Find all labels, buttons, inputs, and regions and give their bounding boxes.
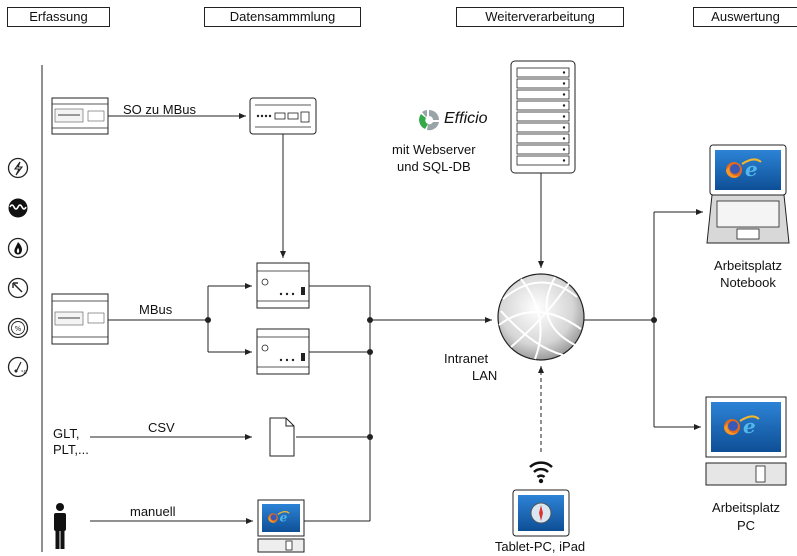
label-manuell: manuell: [130, 504, 176, 519]
lightning-icon: [7, 157, 29, 179]
intranet-globe-icon: [497, 273, 585, 361]
header-auswertung: Auswertung: [693, 7, 797, 27]
server-led: [562, 93, 566, 96]
mbus-master-device-1: [256, 262, 310, 309]
efficio-logo-icon: [419, 110, 439, 131]
label-pc-1: Arbeitsplatz: [712, 500, 780, 515]
label-tablet: Tablet-PC, iPad: [494, 539, 586, 554]
server-rack: [510, 60, 576, 174]
server-slot: [516, 144, 570, 155]
label-notebook-2: Notebook: [720, 275, 776, 290]
server-led: [562, 104, 566, 107]
notebook-icon: [706, 144, 790, 244]
humidity-percent-icon: %: [7, 317, 29, 339]
label-notebook-1: Arbeitsplatz: [714, 258, 782, 273]
manual-entry-pc-icon: [257, 499, 305, 553]
server-led: [562, 137, 566, 140]
server-led: [562, 126, 566, 129]
server-slot: [516, 111, 570, 122]
server-slot: [516, 67, 570, 78]
server-led: [562, 159, 566, 162]
water-wave-icon: [8, 198, 28, 218]
label-plt: PLT,...: [53, 442, 89, 457]
mbus-master-device-2: [256, 328, 310, 375]
server-led: [562, 82, 566, 85]
person-icon: [54, 503, 66, 549]
svg-text:%: %: [15, 325, 22, 333]
junction-dots: [205, 317, 657, 440]
desktop-pc-icon: [705, 396, 787, 486]
efficio-logo-text: Efficio: [444, 110, 488, 127]
server-led: [562, 115, 566, 118]
server-slot: [516, 155, 570, 166]
tablet-device-icon: [512, 489, 570, 537]
so-converter-device: [249, 97, 317, 135]
thermometer-celsius-icon: °C: [7, 356, 29, 378]
svg-text:°C: °C: [21, 370, 28, 376]
label-mbus: MBus: [139, 302, 173, 317]
label-pc-2: PC: [736, 518, 756, 533]
label-lan: LAN: [472, 368, 498, 383]
server-led: [562, 148, 566, 151]
header-erfassung: Erfassung: [7, 7, 110, 27]
server-slot: [516, 122, 570, 133]
server-slot: [516, 100, 570, 111]
label-webserver-2: und SQL-DB: [397, 159, 471, 174]
label-intranet: Intranet: [444, 351, 489, 366]
server-slot: [516, 78, 570, 89]
meter-device-top: [51, 97, 109, 135]
server-slot: [516, 133, 570, 144]
label-so-zu-mbus: SO zu MBus: [123, 102, 196, 117]
server-slot: [516, 89, 570, 100]
gauge-needle-icon: [7, 277, 29, 299]
csv-file-icon: [269, 417, 295, 457]
connectors: [90, 113, 703, 524]
flame-icon: [7, 237, 29, 259]
label-glt: GLT,: [53, 426, 80, 441]
wifi-icon: [529, 461, 553, 484]
meter-device-mbus: [51, 293, 109, 345]
label-csv: CSV: [148, 420, 175, 435]
header-weiterverarbeitung: Weiterverarbeitung: [456, 7, 624, 27]
server-led: [562, 71, 566, 74]
label-webserver-1: mit Webserver: [392, 142, 476, 157]
header-datensammlung: Datensammmlung: [204, 7, 361, 27]
